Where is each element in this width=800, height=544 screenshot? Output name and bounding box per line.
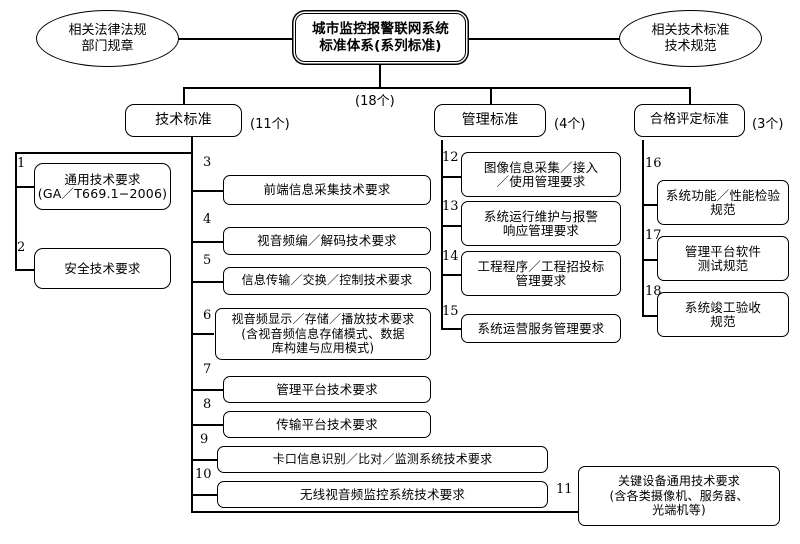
- category-management-standards[interactable]: 管理标准: [434, 104, 546, 137]
- item-number-8: 8: [203, 397, 212, 412]
- connector-item-8: [191, 424, 225, 426]
- item-box-17-platform-software-test[interactable]: 管理平台软件 测试规范: [657, 236, 789, 281]
- connector-conformity-trunk: [642, 140, 644, 317]
- item-box-13-ops-maintenance-alarm[interactable]: 系统运行维护与报警 响应管理要求: [461, 201, 621, 246]
- item-box-11-key-equipment[interactable]: 关键设备通用技术要求 (含各类摄像机、服务器、 光端机等): [578, 466, 780, 526]
- connector-item-18: [642, 315, 658, 317]
- item-box-14-engineering-procedure-bidding[interactable]: 工程程序／工程招投标 管理要求: [461, 251, 621, 296]
- item-number-1: 1: [17, 156, 26, 171]
- connector-bus-to-tech: [183, 87, 185, 105]
- connector-main-bus: [183, 87, 691, 89]
- item-box-6-av-display-storage-playback[interactable]: 视音频显示／存储／播放技术要求 (含视音频信息存储模式、数据 库构建与应用模式): [215, 308, 431, 360]
- item-number-4: 4: [203, 212, 212, 227]
- right-ellipse-technical-standards[interactable]: 相关技术标准 技术规范: [619, 10, 762, 67]
- item-number-11: 11: [556, 482, 573, 497]
- connector-item-4: [191, 241, 225, 243]
- category-management-count: (4个): [554, 117, 586, 132]
- item-number-16: 16: [645, 156, 662, 171]
- connector-tech-trunk: [191, 136, 193, 513]
- item-box-2-security-tech-req[interactable]: 安全技术要求: [34, 248, 171, 289]
- category-conformity-standards[interactable]: 合格评定标准: [634, 104, 745, 137]
- connector-item-3: [191, 190, 225, 192]
- item-number-18: 18: [645, 284, 662, 299]
- connector-root-stem: [379, 62, 381, 88]
- connector-item-16: [642, 204, 658, 206]
- item-number-2: 2: [17, 240, 26, 255]
- item-box-9-checkpoint-recognition[interactable]: 卡口信息识别／比对／监测系统技术要求: [217, 446, 548, 473]
- item-number-7: 7: [203, 362, 212, 377]
- item-number-12: 12: [442, 150, 459, 165]
- item-number-13: 13: [442, 199, 459, 214]
- connector-item-12: [441, 176, 463, 178]
- connector-management-trunk: [441, 140, 443, 330]
- root-node-standard-system[interactable]: 城市监控报警联网系统 标准体系(系列标准): [295, 13, 466, 62]
- connector-item-15: [441, 328, 463, 330]
- item-number-17: 17: [645, 228, 662, 243]
- connector-item-10: [191, 494, 218, 496]
- connector-bus-to-management: [490, 87, 492, 105]
- left-ellipse-legal-regulations[interactable]: 相关法律法规 部门规章: [36, 10, 179, 67]
- connector-tech-left-trunk: [15, 152, 17, 271]
- item-number-15: 15: [442, 304, 459, 319]
- connector-root-to-right-ellipse: [465, 38, 620, 40]
- item-number-10: 10: [195, 467, 212, 482]
- item-box-15-operation-service-management[interactable]: 系统运营服务管理要求: [461, 314, 621, 343]
- connector-item-17: [642, 259, 658, 261]
- item-box-8-transmission-platform[interactable]: 传输平台技术要求: [223, 411, 431, 438]
- item-box-18-completion-acceptance[interactable]: 系统竣工验收 规范: [657, 292, 789, 337]
- category-conformity-count: (3个): [752, 117, 784, 132]
- item-box-10-wireless-av-monitoring[interactable]: 无线视音频监控系统技术要求: [217, 481, 548, 508]
- connector-item-13: [441, 225, 463, 227]
- item-box-7-management-platform[interactable]: 管理平台技术要求: [223, 376, 431, 403]
- connector-item-6: [191, 333, 214, 335]
- item-number-5: 5: [203, 253, 212, 268]
- item-number-9: 9: [200, 432, 209, 447]
- item-box-5-transmission-switching-control[interactable]: 信息传输／交换／控制技术要求: [223, 267, 431, 295]
- category-tech-standards[interactable]: 技术标准: [125, 104, 242, 137]
- item-box-1-general-tech-req[interactable]: 通用技术要求 (GA／T669.1−2006): [34, 163, 171, 210]
- item-box-12-image-collection-access[interactable]: 图像信息采集／接入 ／使用管理要求: [461, 152, 621, 197]
- connector-tech-left-bus: [15, 152, 193, 154]
- connector-item-5: [191, 281, 225, 283]
- item-number-3: 3: [203, 155, 212, 170]
- connector-item-1: [15, 186, 37, 188]
- connector-left-ellipse-to-root: [178, 38, 296, 40]
- connector-item-11: [191, 511, 581, 513]
- item-box-3-front-end-collection[interactable]: 前端信息采集技术要求: [223, 175, 431, 205]
- root-count-label: (18个): [355, 94, 395, 109]
- item-box-4-av-codec[interactable]: 视音频编／解码技术要求: [223, 227, 431, 255]
- connector-bus-to-conformity: [689, 87, 691, 105]
- connector-item-7: [191, 389, 225, 391]
- connector-item-9: [191, 459, 218, 461]
- item-box-16-system-function-performance-test[interactable]: 系统功能／性能检验 规范: [657, 180, 789, 225]
- item-number-14: 14: [442, 249, 459, 264]
- connector-item-14: [441, 274, 463, 276]
- connector-item-2: [15, 269, 37, 271]
- item-number-6: 6: [203, 308, 212, 323]
- category-tech-count: (11个): [250, 117, 290, 132]
